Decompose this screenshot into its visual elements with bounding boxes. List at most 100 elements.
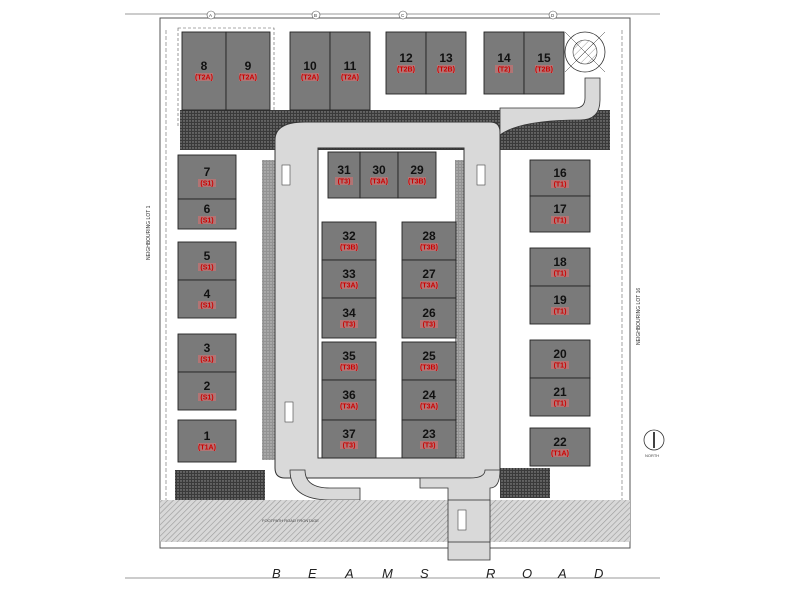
- lot-building: [177, 241, 237, 281]
- lot-type: (S1): [200, 218, 213, 225]
- lot-34: 34(T3): [321, 297, 377, 339]
- lot-building: [177, 154, 237, 200]
- lot-number: 35: [342, 349, 356, 363]
- lot-number: 31: [337, 163, 351, 177]
- lot-number: 12: [399, 51, 413, 65]
- lot-type: (T3): [343, 443, 356, 450]
- lot-type: (T3): [343, 322, 356, 329]
- lot-type-badge: [420, 402, 438, 410]
- road-name-letter: M: [382, 566, 393, 581]
- lot-33: 33(T3A): [321, 259, 377, 299]
- lot-number: 1: [204, 429, 211, 443]
- lot-type: (T3A): [420, 283, 438, 290]
- lot-9: 9 (T2A): [225, 31, 271, 111]
- lot-2: 2(S1): [177, 371, 237, 411]
- lot-number: 13: [439, 51, 453, 65]
- lot-building: [401, 379, 457, 421]
- lot-37: 37 (T3): [321, 419, 377, 459]
- lot-type: (S1): [200, 303, 213, 310]
- lot-type: (T3B): [420, 245, 438, 252]
- lot-type-badge: [370, 177, 388, 185]
- lot-22: 22(T1A): [529, 427, 591, 467]
- lot-type-badge: [551, 449, 569, 457]
- lot-23: 23 (T3): [401, 419, 457, 459]
- lot-type: (T2B): [437, 67, 455, 74]
- lot-type-badge: [340, 441, 358, 449]
- lot-11: 11(T2A): [329, 31, 371, 111]
- lot-26: 26(T3): [401, 297, 457, 339]
- lot-type: (T2A): [301, 75, 319, 82]
- lot-number: 5: [204, 249, 211, 263]
- lot-16: 16(T1): [529, 159, 591, 197]
- lot-type: (S1): [200, 357, 213, 364]
- lot-building: [321, 259, 377, 299]
- lot-type-badge: [198, 355, 216, 363]
- lot-type-badge: [420, 243, 438, 251]
- lot-number: 19: [553, 293, 567, 307]
- road-name-letter: D: [594, 566, 603, 581]
- road-name-letter: S: [420, 566, 429, 581]
- lot-type-badge: [420, 320, 438, 328]
- lot-type: (T3): [338, 179, 351, 186]
- section-label-c: C: [401, 13, 405, 18]
- lot-number: 37: [342, 427, 356, 441]
- lot-type-badge: [551, 216, 569, 224]
- lot-building: [529, 247, 591, 287]
- lot-type: (T3B): [420, 365, 438, 372]
- road-name-letter: B: [272, 566, 281, 581]
- lot-building: [529, 159, 591, 197]
- lot-type: (T3): [423, 443, 436, 450]
- lot-type: (T3B): [408, 179, 426, 186]
- lot-type-badge: [340, 363, 358, 371]
- lot-type: (T3A): [340, 404, 358, 411]
- lot-building: [529, 339, 591, 379]
- section-label-b: B: [314, 13, 317, 18]
- lot-type: (S1): [200, 395, 213, 402]
- lot-type: (T2A): [195, 75, 213, 82]
- lot-type: (T1): [554, 309, 567, 316]
- lot-type: (T1): [554, 218, 567, 225]
- lot-type-badge: [301, 73, 319, 81]
- lot-8: 8(T2A): [181, 31, 227, 111]
- lot-building: [359, 151, 399, 199]
- road-name-letter: E: [308, 566, 317, 581]
- lot-type: (S1): [200, 181, 213, 188]
- lot-type-badge: [239, 73, 257, 81]
- lot-number: 25: [422, 349, 436, 363]
- lot-type-badge: [198, 443, 216, 451]
- lot-type: (T1): [554, 363, 567, 370]
- lot-number: 29: [410, 163, 424, 177]
- lot-type: (T1A): [198, 445, 216, 452]
- lot-building: [385, 31, 427, 95]
- lot-number: 22: [553, 435, 567, 449]
- lot-5: 5 (S1): [177, 241, 237, 281]
- lot-type-badge: [198, 263, 216, 271]
- lot-31: 31 (T3): [327, 151, 361, 199]
- north-arrow-icon: NORTH: [643, 429, 665, 458]
- lot-28: 28(T3B): [401, 221, 457, 261]
- lot-type-badge: [437, 65, 455, 73]
- lot-building: [177, 371, 237, 411]
- lot-building: [397, 151, 437, 199]
- lot-type-badge: [198, 301, 216, 309]
- lot-building: [401, 259, 457, 299]
- lot-type: (T3A): [370, 179, 388, 186]
- lot-24: 24(T3A): [401, 379, 457, 421]
- road-name-letter: A: [344, 566, 354, 581]
- lot-number: 9: [245, 59, 252, 73]
- lot-type: (S1): [200, 265, 213, 272]
- lot-type: (T2): [498, 67, 511, 74]
- lot-number: 27: [422, 267, 436, 281]
- lot-number: 23: [422, 427, 436, 441]
- frontage-label: FOOTPATH ROAD FRONTAGE: [262, 518, 319, 523]
- lot-building: [529, 195, 591, 233]
- lot-type: (T2B): [535, 67, 553, 74]
- lot-type: (T1): [554, 182, 567, 189]
- lot-15: 15 (T2B): [523, 31, 565, 95]
- lot-30: 30(T3A): [359, 151, 399, 199]
- lots-layer: 8(T2A)9(T2A)10(T2A)11(T2A)12(T2B)13(T2B)…: [177, 31, 591, 467]
- lot-36: 36(T3A): [321, 379, 377, 421]
- lot-number: 15: [537, 51, 551, 65]
- lot-type: (T2A): [239, 75, 257, 82]
- lot-number: 7: [204, 165, 211, 179]
